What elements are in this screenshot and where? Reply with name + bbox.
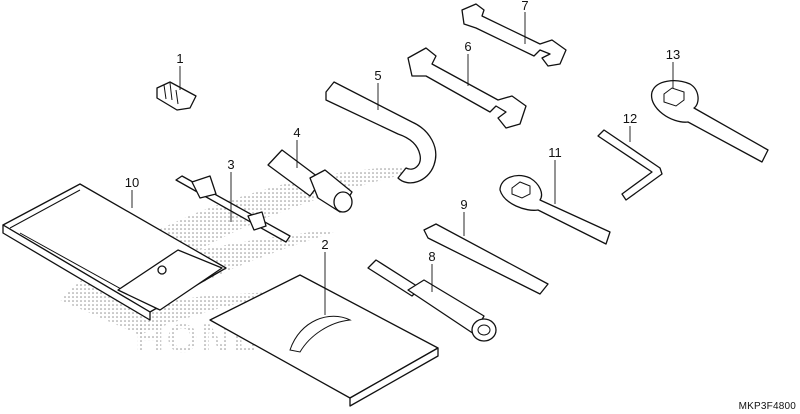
callout-7: 7 bbox=[521, 0, 528, 13]
callout-labels: 1 2 3 4 5 6 7 8 9 10 11 12 13 bbox=[125, 0, 680, 264]
callout-6: 6 bbox=[464, 39, 471, 54]
hex-key bbox=[597, 129, 663, 201]
socket-wrench bbox=[367, 259, 497, 342]
callout-5: 5 bbox=[374, 68, 381, 83]
callout-2: 2 bbox=[321, 237, 328, 252]
owners-bag bbox=[209, 274, 439, 407]
tool-pouch bbox=[2, 183, 227, 321]
callout-13: 13 bbox=[666, 47, 680, 62]
large-ring-spanner bbox=[651, 80, 769, 163]
pin-spanner bbox=[325, 81, 437, 184]
callout-1: 1 bbox=[176, 51, 183, 66]
callout-4: 4 bbox=[293, 125, 300, 140]
open-end-wrench-7 bbox=[461, 3, 567, 67]
fuse-clip bbox=[156, 81, 197, 111]
diagram-code: MKP3F4800 bbox=[738, 401, 796, 412]
screwdriver bbox=[267, 149, 353, 213]
flat-bar bbox=[423, 223, 549, 295]
callout-12: 12 bbox=[623, 111, 637, 126]
screwdriver-bar bbox=[175, 175, 291, 243]
callout-8: 8 bbox=[428, 249, 435, 264]
callout-11: 11 bbox=[548, 145, 562, 160]
callout-3: 3 bbox=[227, 157, 234, 172]
callout-10: 10 bbox=[125, 175, 139, 190]
callout-9: 9 bbox=[460, 197, 467, 212]
leader-lines bbox=[131, 12, 674, 315]
open-end-wrench-6 bbox=[407, 47, 527, 129]
ring-spanner bbox=[499, 175, 611, 245]
